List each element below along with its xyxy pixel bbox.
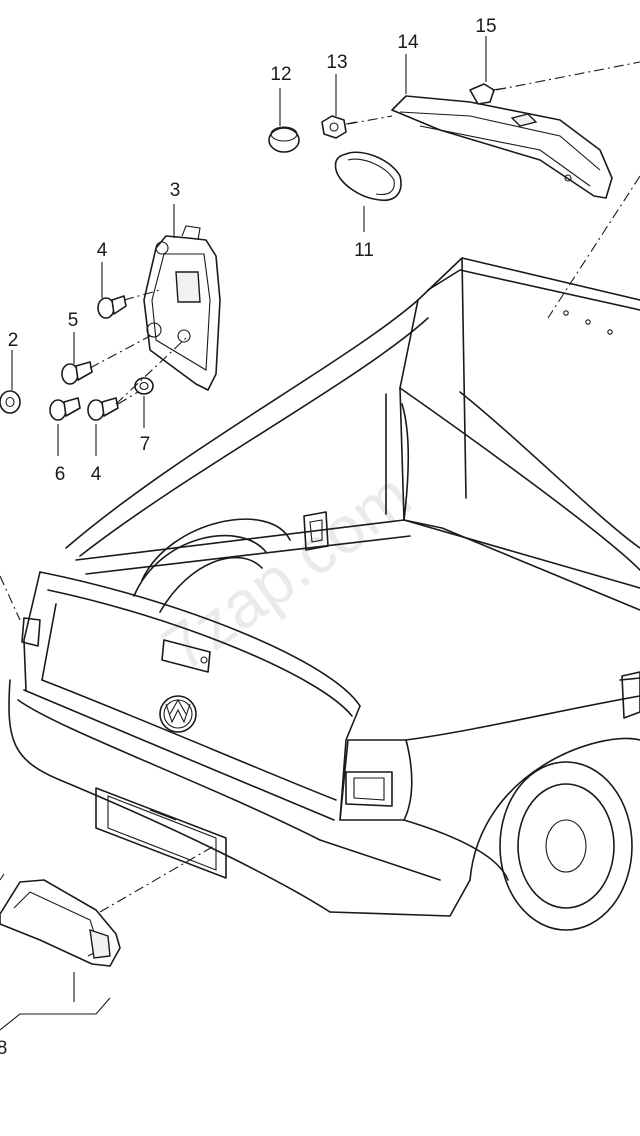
callout-13: 13 — [326, 52, 347, 73]
callout-4-upper: 4 — [97, 240, 108, 261]
callout-4-lower: 4 — [91, 464, 102, 485]
callout-11: 11 — [354, 240, 374, 261]
pickup-truck-outline — [8, 257, 640, 931]
third-brake-light-part-14 — [391, 95, 613, 199]
license-plate-light-part-8 — [0, 873, 121, 967]
clip-part-15 — [469, 83, 507, 105]
lens-part-11 — [334, 151, 402, 201]
callout-labels: 15 14 13 12 11 3 4 5 2 7 6 4 8 — [0, 16, 497, 1059]
callout-2: 2 — [8, 330, 19, 351]
callout-14: 14 — [397, 32, 419, 53]
nut-part-2 — [0, 390, 21, 414]
watermark-text: 7zap.com — [149, 457, 424, 685]
callout-12: 12 — [270, 64, 291, 85]
callout-3: 3 — [170, 180, 181, 201]
lamp-carrier-part-3 — [143, 225, 221, 391]
callout-6: 6 — [55, 464, 66, 485]
bulb-part-5 — [61, 361, 93, 385]
cap-part-12 — [268, 126, 300, 153]
leader-lines — [0, 36, 640, 1031]
vw-logo — [159, 695, 197, 733]
callout-15: 15 — [475, 16, 496, 37]
callout-5: 5 — [68, 310, 79, 331]
callout-8: 8 — [0, 1038, 7, 1059]
bulb-part-4-upper — [97, 295, 127, 319]
bulb-part-6 — [49, 397, 81, 421]
callout-7: 7 — [140, 434, 151, 455]
bulb-part-4-lower — [87, 397, 119, 421]
screw-part-13 — [321, 115, 357, 139]
